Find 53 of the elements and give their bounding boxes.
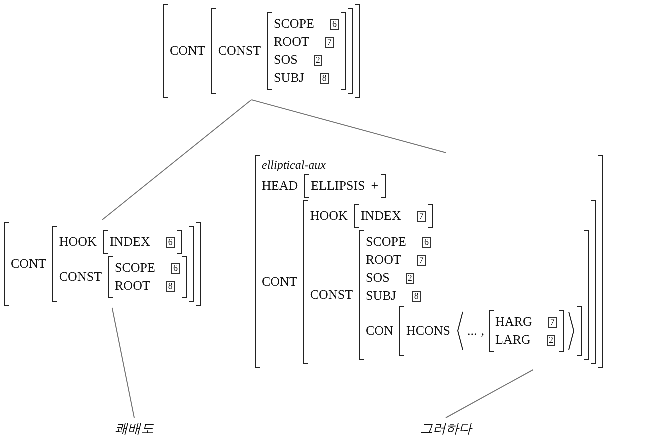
tree-branch [251,100,447,154]
feature-label: CONT [170,43,206,59]
coindex-tag: 7 [548,316,557,328]
value-symbol: + [371,178,379,194]
feature-label: SOS [274,52,298,68]
coindex-tag: 6 [166,236,175,248]
feature-label: LARG [496,332,531,348]
coindex-tag: 8 [412,290,421,302]
feature-label: CONT [262,274,298,290]
feature-matrix [4,222,201,306]
feature-label: CONST [59,269,102,285]
feature-label: ROOT [274,34,310,50]
coindex-tag: 8 [166,280,175,292]
coindex-tag: 6 [171,262,180,274]
feature-label: HOOK [310,208,348,224]
coindex-tag: 2 [546,334,556,346]
coindex-tag: 2 [406,272,414,284]
coindex-tag: 7 [417,254,426,266]
feature-label: CON [366,323,394,339]
feature-matrix [255,155,603,368]
type-label: elliptical-aux [262,158,327,173]
feature-label: SCOPE [366,234,406,250]
tree-branch [102,100,252,220]
feature-label: SOS [366,270,390,286]
feature-label: HCONS [406,323,451,339]
feature-label: SUBJ [366,288,396,304]
value-symbol: ... [468,323,478,339]
coindex-tag: 7 [417,210,426,222]
coindex-tag: 6 [422,236,431,248]
feature-label: SUBJ [274,70,304,86]
coindex-tag: 6 [330,18,339,30]
feature-label: ROOT [115,278,150,294]
feature-label: CONT [11,256,46,272]
feature-label: ELLIPSIS [311,178,366,194]
feature-label: INDEX [360,208,402,224]
word-label: 그러하다 [420,420,472,438]
feature-label: HOOK [59,234,97,250]
coindex-tag: 7 [325,36,334,48]
tree-branch [112,308,135,418]
feature-label: HEAD [262,178,298,194]
feature-label: SCOPE [274,16,314,32]
word-label: 쾌배도 [115,420,154,438]
feature-matrix [163,4,360,98]
coindex-tag: 2 [314,54,322,66]
feature-label: ROOT [366,252,402,268]
feature-label: CONST [218,43,262,59]
tree-branch [446,370,534,418]
feature-label: SCOPE [115,260,156,276]
feature-label: INDEX [110,234,150,250]
feature-label: HARG [496,314,532,330]
coindex-tag: 8 [320,72,329,84]
value-symbol: , [481,323,485,339]
feature-label: CONST [310,287,354,303]
